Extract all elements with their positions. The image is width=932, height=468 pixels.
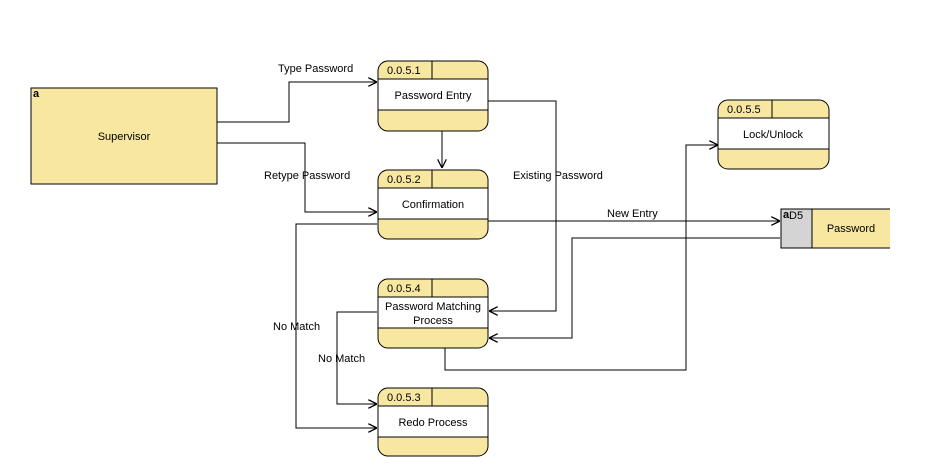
process-id: 0.0.5.2	[387, 174, 421, 186]
label-retype-password: Retype Password	[264, 170, 350, 182]
flow-lines	[217, 82, 780, 428]
flow-store-to-matching	[489, 237, 780, 338]
process-id: 0.0.5.5	[727, 104, 761, 116]
store-id: D5	[789, 210, 803, 222]
entity-supervisor[interactable]: a Supervisor	[30, 87, 218, 185]
flow-labels: Type Password Retype Password Existing P…	[264, 63, 658, 365]
flow-matching-to-lock	[444, 145, 718, 371]
label-existing-password: Existing Password	[513, 170, 603, 182]
label-type-password: Type Password	[278, 63, 353, 75]
process-password-matching[interactable]: 0.0.5.4 Password Matching Process	[377, 278, 489, 349]
process-lock-unlock[interactable]: 0.0.5.5 Lock/Unlock	[717, 99, 830, 170]
process-label: Redo Process	[398, 417, 468, 429]
store-label: Password	[827, 223, 875, 235]
entity-marker: a	[33, 88, 40, 100]
datastore-password[interactable]: a D5 Password	[780, 208, 890, 249]
process-id: 0.0.5.3	[387, 392, 421, 404]
store-marker: a	[783, 209, 790, 221]
process-label: Password Entry	[394, 90, 472, 102]
process-redo[interactable]: 0.0.5.3 Redo Process	[377, 387, 489, 457]
process-label: Lock/Unlock	[743, 129, 803, 141]
flow-retype-password	[217, 142, 377, 212]
label-new-entry: New Entry	[607, 208, 658, 220]
entity-label: Supervisor	[98, 131, 151, 143]
entity-box	[30, 87, 218, 185]
process-label-line2: Process	[413, 315, 453, 327]
flow-no-match-outer	[295, 223, 377, 428]
process-password-entry[interactable]: 0.0.5.1 Password Entry	[377, 60, 489, 132]
process-label: Confirmation	[402, 199, 464, 211]
flow-existing-password	[488, 100, 557, 311]
process-id: 0.0.5.1	[387, 65, 421, 77]
label-no-match-inner: No Match	[318, 353, 365, 365]
process-id: 0.0.5.4	[387, 283, 421, 295]
process-body	[717, 117, 830, 150]
store-id-box	[780, 208, 813, 249]
process-body	[377, 187, 489, 220]
flow-no-match-inner	[336, 311, 377, 404]
process-confirmation[interactable]: 0.0.5.2 Confirmation	[377, 169, 489, 240]
flow-type-password	[217, 82, 377, 123]
label-no-match-outer: No Match	[273, 321, 320, 333]
process-body	[377, 78, 489, 111]
process-label-line1: Password Matching	[385, 301, 481, 313]
process-body	[377, 405, 489, 438]
process-body	[377, 296, 489, 329]
